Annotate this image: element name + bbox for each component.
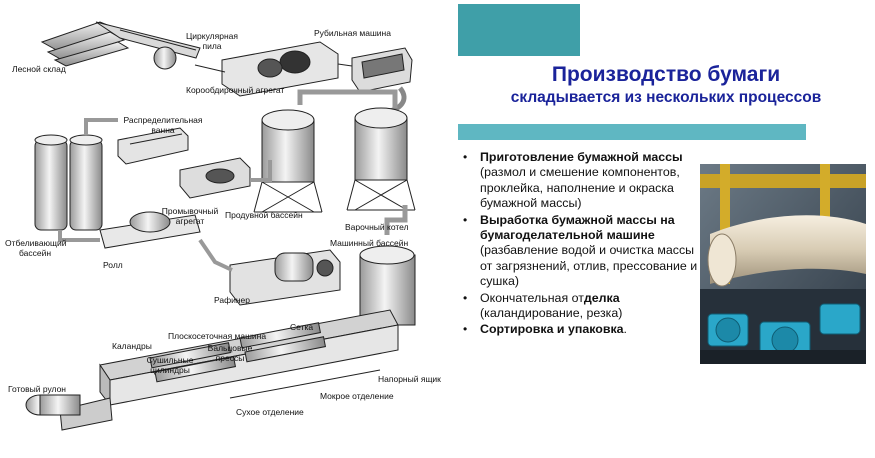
barking-drum <box>194 41 339 97</box>
log-conveyor <box>95 21 201 70</box>
label-refiner: Рафинер <box>214 295 251 305</box>
list-item: •Выработка бумажной массы на бумагоделат… <box>463 212 698 289</box>
label-headbox: Напорный ящик <box>378 374 441 384</box>
label-calenders: Каландры <box>112 341 152 351</box>
title-line-1: Производство бумаги <box>551 63 781 86</box>
bullet-icon: • <box>463 150 468 164</box>
distribution-vat <box>117 127 189 165</box>
list-item: •Окончательная отделка (каландирование, … <box>463 290 623 321</box>
label-wet-end: Мокрое отделение <box>320 391 394 401</box>
paper-machine <box>59 309 399 431</box>
label-washer: Промывочный агрегат <box>161 206 219 226</box>
refiner <box>229 249 341 306</box>
label-bleach-tank: Отбеливающий бассейн <box>5 238 67 258</box>
label-circular-saw: Циркулярная пила <box>186 31 238 51</box>
label-dryer: Сушильные цилиндры <box>146 355 194 375</box>
label-log-yard: Лесной склад <box>12 64 66 74</box>
factory-photo-illustration <box>700 164 866 364</box>
list-item: •Приготовление бумажной массы (размол и … <box>463 150 683 211</box>
machine-chest <box>359 245 416 326</box>
bullet-icon: • <box>463 322 468 337</box>
production-line-illustration <box>25 21 416 431</box>
dryer-cylinders <box>149 322 327 383</box>
label-machine-chest: Машинный бассейн <box>330 238 409 248</box>
label-roll-press: Вальцовые прессы <box>207 343 253 363</box>
digester-2 <box>346 107 416 211</box>
bullet-icon: • <box>463 212 468 227</box>
bleaching-tanks <box>34 134 103 231</box>
label-barking-drum: Корообдирочный агрегат <box>186 85 285 95</box>
log-pile <box>40 21 130 67</box>
accent-bar <box>458 124 806 140</box>
digester-1 <box>253 109 323 213</box>
washer <box>179 157 251 199</box>
slide-title: Производство бумаги складывается из неск… <box>460 62 872 108</box>
bullet-icon: • <box>463 290 468 305</box>
label-distribution-vat: Распределительная ванна <box>123 115 203 135</box>
label-wire: Сетка <box>290 322 314 332</box>
title-line-2: складывается из нескольких процессов <box>510 89 822 106</box>
accent-box <box>458 4 580 56</box>
label-chipper: Рубильная машина <box>314 28 391 38</box>
finished-reel <box>25 394 81 416</box>
label-hollander: Ролл <box>103 260 123 270</box>
hollander-roll <box>99 211 201 249</box>
paper-production-diagram: Лесной склад Циркулярная пила Корообдиро… <box>5 21 441 431</box>
paper-machine-photo <box>700 164 866 364</box>
chipper <box>337 47 413 115</box>
process-list: •Приготовление бумажной массы (размол и … <box>461 150 703 339</box>
label-blow-tank: Продувной бассейн <box>225 210 303 220</box>
label-fourdrinier: Плоскосеточная машина <box>168 331 267 341</box>
label-digester: Варочный котел <box>345 222 409 232</box>
list-item: •Сортировка и упаковка. <box>463 322 627 337</box>
label-dry-end: Сухое отделение <box>236 407 304 417</box>
label-finished-reel: Готовый рулон <box>8 384 67 394</box>
